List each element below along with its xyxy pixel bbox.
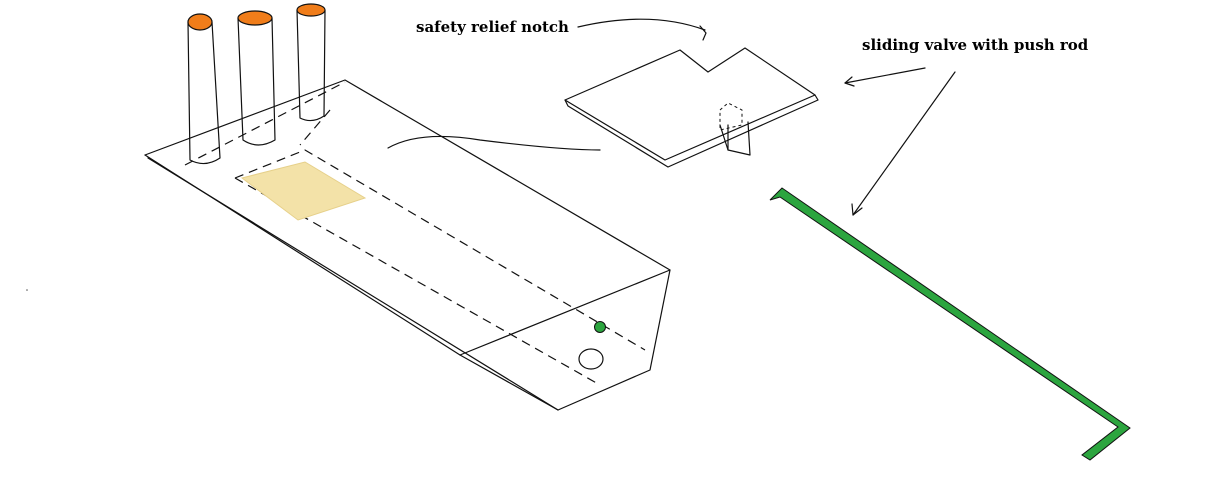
valve-lug	[719, 121, 751, 156]
filter-pad	[240, 161, 367, 221]
valve-plate-thickness	[564, 94, 819, 168]
push-rod-body	[769, 187, 1131, 461]
tube-1	[187, 13, 221, 165]
tube-2	[237, 10, 276, 146]
tube-cap-3	[296, 3, 326, 17]
notch-arrow	[577, 18, 706, 31]
rod-arrow	[852, 71, 956, 216]
housing-to-valve-arrow	[387, 135, 601, 151]
housing-lower-edge	[147, 157, 559, 411]
sliding-valve	[564, 47, 819, 168]
tube-cap-2	[237, 10, 273, 26]
valve-arrow	[844, 67, 926, 84]
valve-lug-hidden	[719, 102, 743, 131]
indicator-dot	[594, 321, 606, 333]
housing-top-edge	[144, 79, 671, 271]
housing	[144, 79, 671, 411]
push-rod	[769, 187, 1131, 461]
channel-dash-4	[299, 109, 331, 146]
channel-dash-2	[234, 149, 646, 351]
channel-dash-3	[234, 177, 601, 386]
channel-dash-1	[184, 81, 346, 166]
housing-end-face	[459, 269, 671, 411]
notch-arrow-head	[699, 25, 707, 41]
tube-3	[296, 3, 326, 122]
rod-arrow-head	[851, 203, 863, 216]
label-safety-relief-notch: safety relief notch	[416, 18, 569, 36]
outlet-hole	[578, 348, 604, 370]
valve-arrow-head	[844, 76, 855, 87]
label-sliding-valve: sliding valve with push rod	[862, 36, 1089, 54]
valve-plate-top	[564, 47, 816, 161]
tubes	[187, 3, 326, 165]
tube-cap-1	[187, 13, 213, 31]
stray-dot	[26, 289, 28, 291]
